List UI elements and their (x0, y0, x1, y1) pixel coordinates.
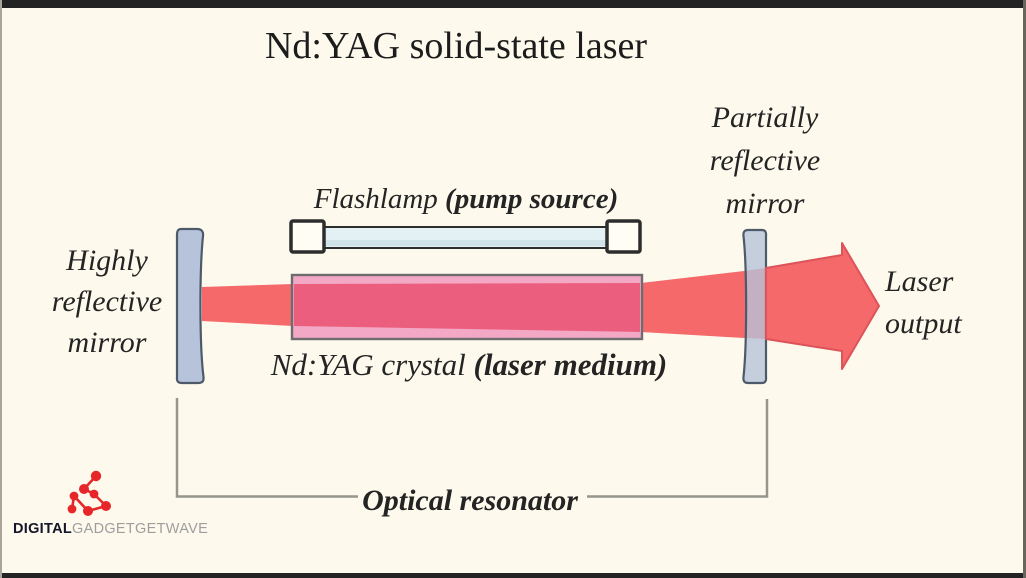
laser-output-arrow (765, 242, 880, 370)
brand-watermark-bold: DIGITAL (13, 521, 73, 537)
right-mirror-label-line1: Partially (711, 101, 819, 134)
flashlamp-label-text: Flashlamp (313, 183, 446, 215)
frame-border-left (0, 0, 2, 578)
laser-output-label-line1: Laser (885, 265, 954, 298)
laser-beam-right-segment (641, 268, 766, 339)
frame-border-right (1023, 0, 1026, 578)
crystal-label: Nd:YAG crystal (laser medium) (271, 344, 668, 385)
highly-reflective-mirror (175, 227, 205, 385)
laser-beam-left-segment (202, 284, 293, 326)
molecule-network-icon (67, 470, 111, 516)
left-mirror-label: Highly reflective mirror (52, 240, 162, 363)
frame-border-bottom (0, 573, 1026, 578)
resonator-bracket-right (587, 399, 769, 498)
crystal-label-text: Nd:YAG crystal (270, 347, 474, 382)
crystal-label-emphasis: (laser medium) (473, 347, 668, 382)
laser-output-label: Laser output (885, 261, 962, 345)
frame-border-top (0, 0, 1026, 8)
partially-reflective-mirror (742, 228, 768, 385)
right-mirror-label-line3: mirror (725, 187, 805, 220)
brand-watermark-light: GADGETGETWAVE (72, 521, 209, 537)
left-mirror-label-line3: mirror (67, 326, 147, 359)
flashlamp-tube-shading (311, 240, 621, 246)
brand-watermark: DIGITALGADGETGETWAVE (13, 521, 208, 537)
resonator-label: Optical resonator (362, 484, 578, 517)
right-mirror-label-line2: reflective (709, 144, 821, 177)
laser-output-label-line2: output (885, 307, 962, 340)
flashlamp-right-electrode (605, 219, 642, 254)
resonator-bracket-left (175, 398, 358, 498)
right-mirror-label: Partially reflective mirror (710, 96, 820, 225)
flashlamp-left-electrode (289, 219, 326, 254)
laser-beam-in-crystal (294, 283, 640, 332)
flashlamp-label-emphasis: (pump source) (445, 183, 619, 215)
left-mirror-label-line1: Highly (66, 244, 148, 277)
left-mirror-label-line2: reflective (51, 285, 163, 318)
flashlamp-label: Flashlamp (pump source) (314, 179, 619, 220)
diagram-title: Nd:YAG solid-state laser (264, 25, 648, 67)
